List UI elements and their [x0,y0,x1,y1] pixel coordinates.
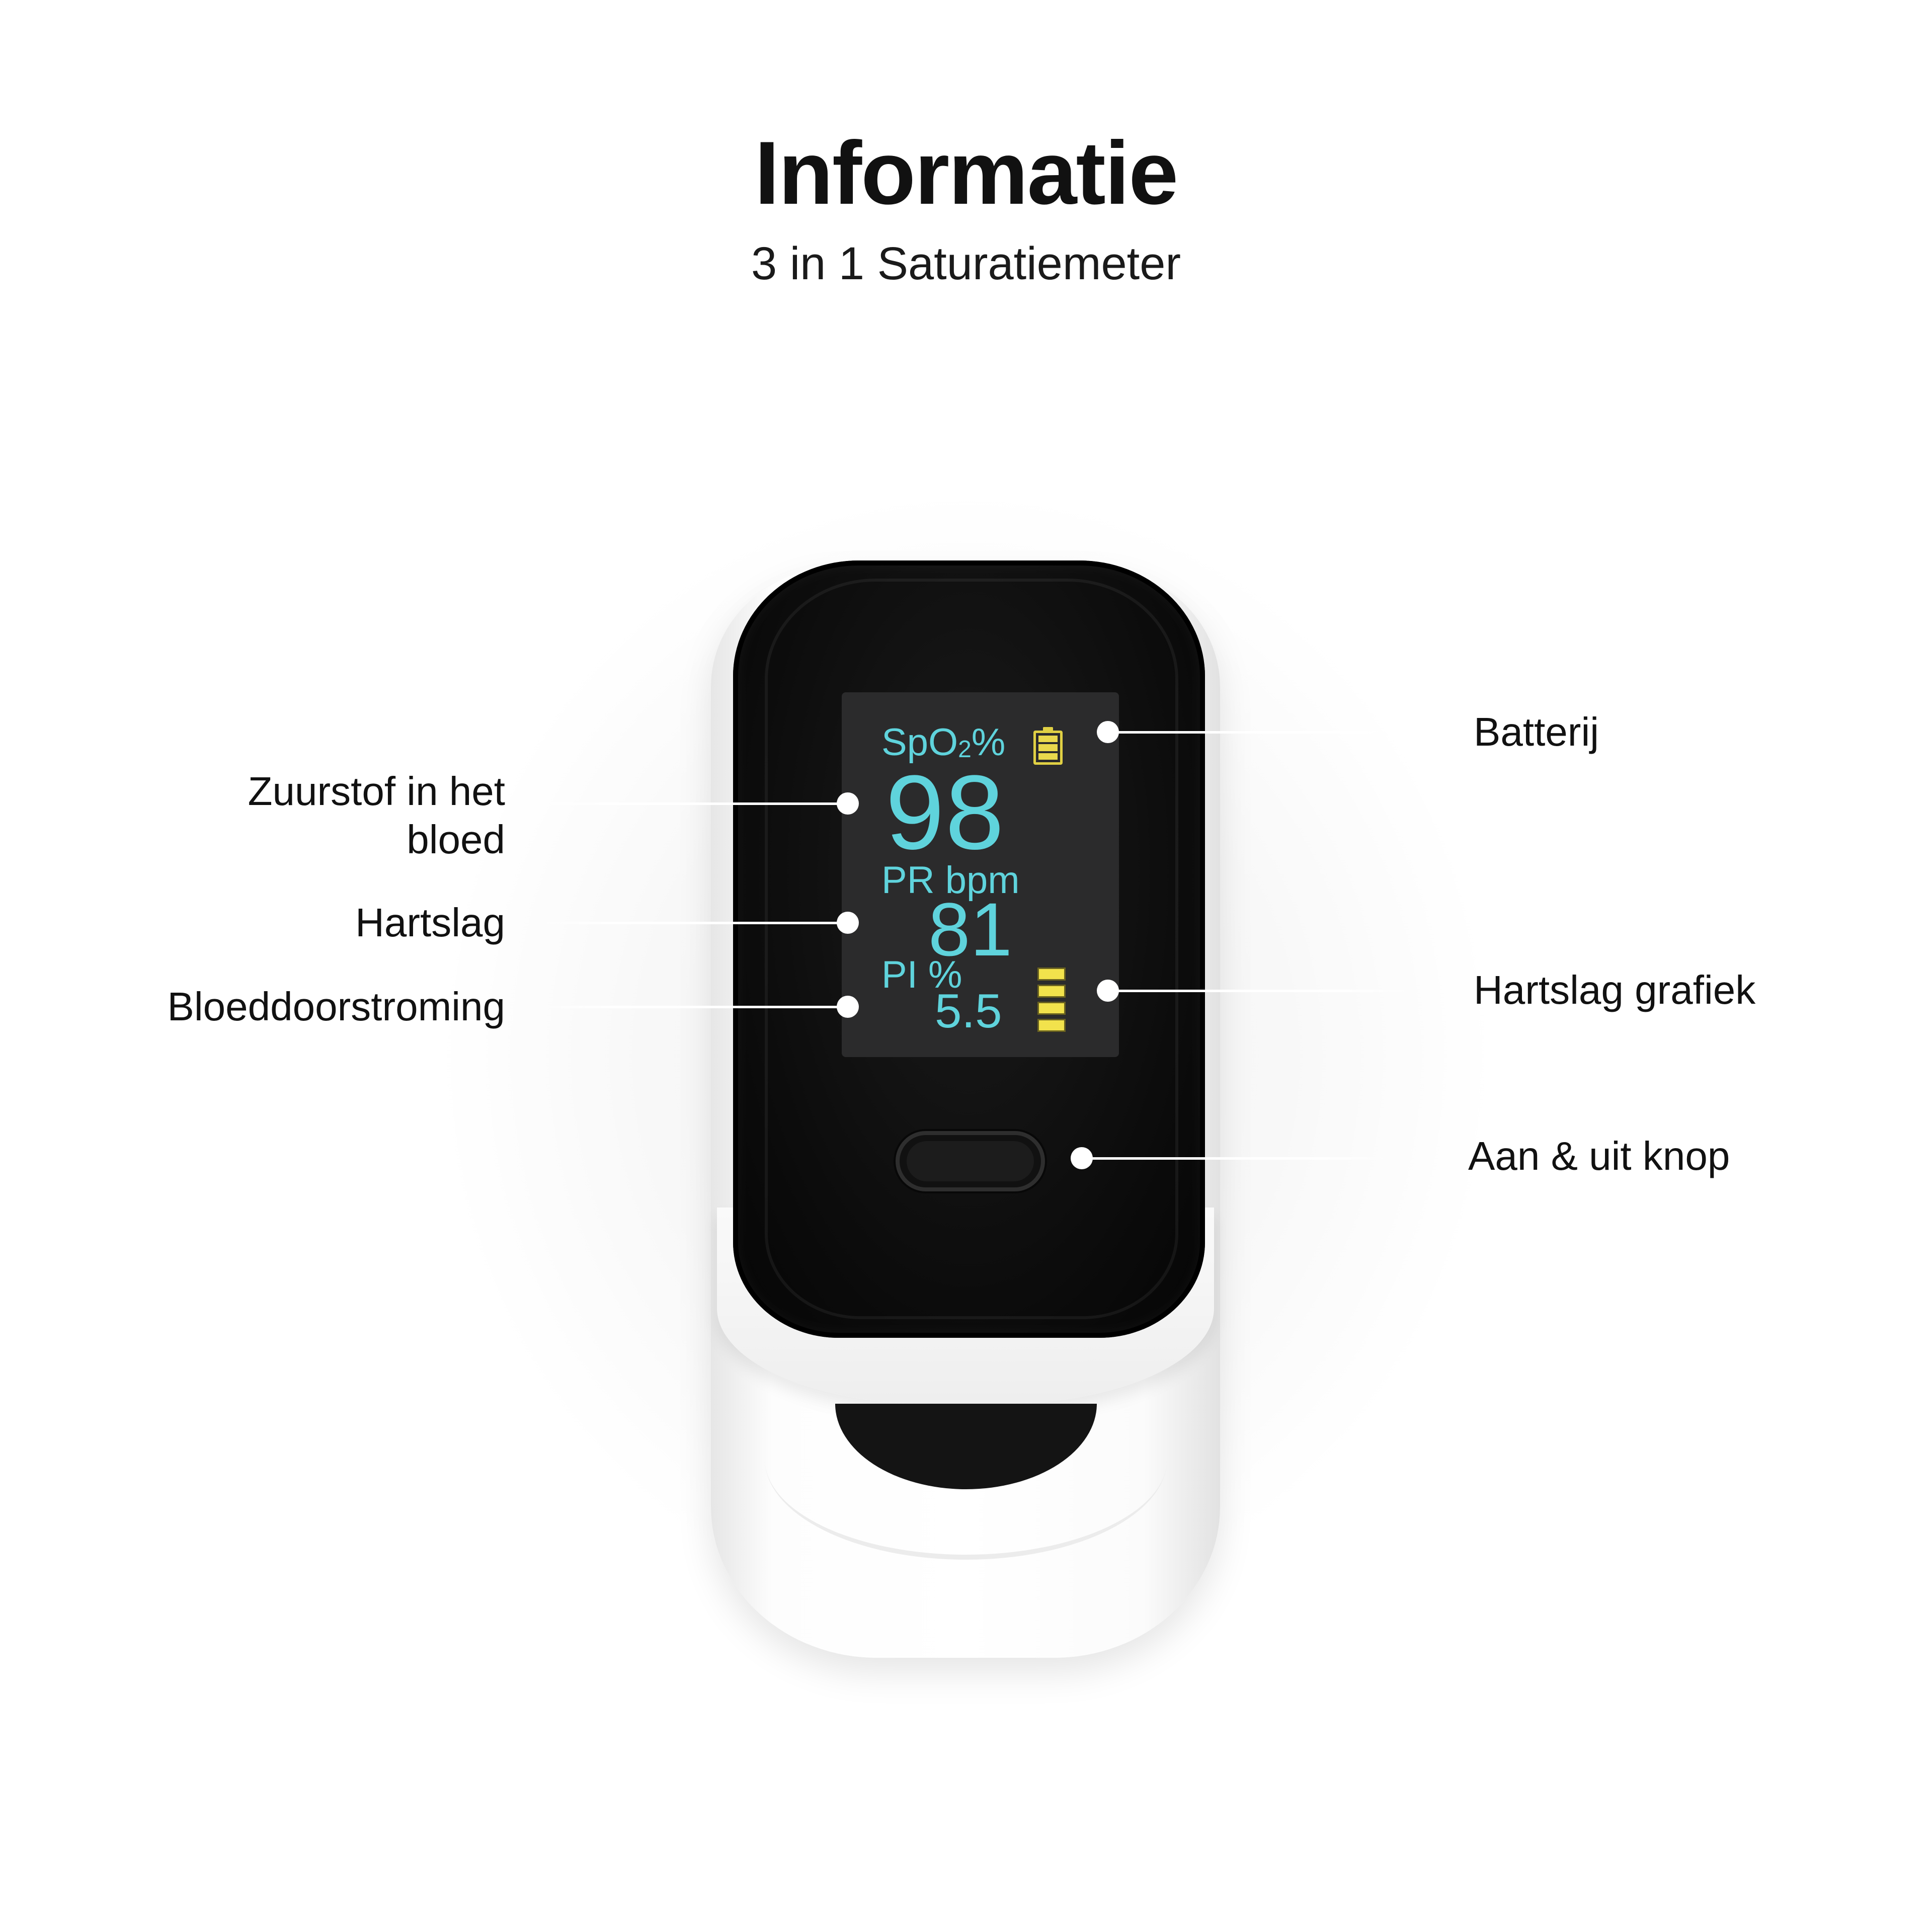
pulse-bar-segment [1037,1002,1066,1015]
callout-line-heart-rate [547,922,848,924]
callout-label-oxygen: Zuurstof in het bloed [248,769,505,862]
pulse-bar-segment [1037,985,1066,998]
callout-dot-perfusion [837,996,859,1018]
device-lower-lip [765,1439,1167,1560]
pulse-bar-segment [1037,968,1066,981]
callout-dot-pulse-graph [1097,980,1119,1002]
callout-line-battery [1108,731,1405,734]
spo2-subscript: 2 [958,736,972,763]
callout-dot-heart-rate [837,912,859,934]
battery-segment [1038,753,1058,760]
battery-segment [1038,736,1058,743]
perfusion-index-value: 5.5 [935,984,1002,1038]
callout-label-pulse-graph: Hartslag grafiek [1474,968,1756,1012]
battery-full-icon [1033,727,1063,765]
battery-segment [1038,744,1058,751]
spo2-unit: % [971,721,1006,764]
spo2-label: SpO2% [881,723,1005,762]
perfusion-index-label: PI % [881,953,962,996]
callout-line-power-button [1082,1157,1384,1160]
page-subtitle: 3 in 1 Saturatiemeter [751,238,1181,289]
power-button[interactable] [896,1131,1045,1191]
page-title: Informatie [754,123,1178,223]
callout-dot-power-button [1071,1147,1093,1169]
callout-line-pulse-graph [1108,990,1405,992]
spo2-label-text: SpO [881,721,958,764]
power-button-cap [907,1141,1034,1181]
pulse-rate-value: 81 [928,887,1012,972]
pulse-bar-segment [1037,1019,1066,1032]
spo2-value: 98 [886,753,1005,871]
callout-label-battery: Batterij [1474,709,1599,754]
callout-dot-oxygen [837,792,859,815]
callout-label-heart-rate: Hartslag [355,900,505,945]
pulse-rate-label: PR bpm [881,859,1020,902]
callout-line-oxygen [547,802,848,805]
pulse-bar-graph-icon [1037,968,1066,1032]
oled-screen [842,692,1119,1057]
face-reflection [765,579,1178,1319]
callout-dot-battery [1097,721,1119,743]
callout-label-perfusion: Bloeddoorstroming [167,984,505,1029]
callout-line-perfusion [547,1006,848,1008]
callout-label-power-button: Aan & uit knop [1468,1134,1730,1178]
